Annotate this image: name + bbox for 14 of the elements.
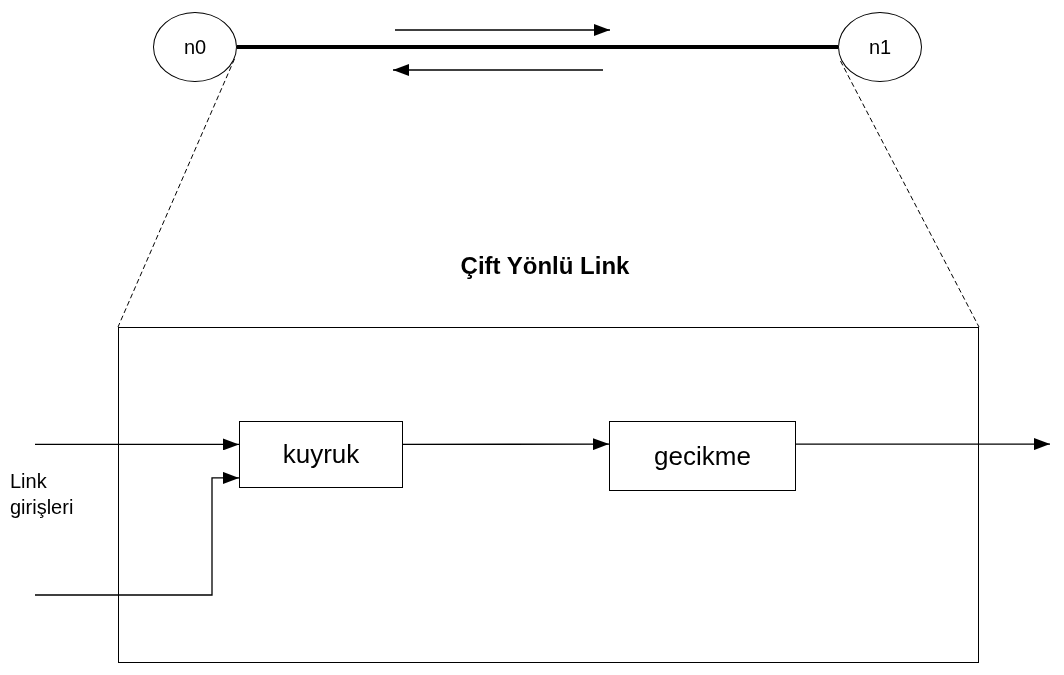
arrow	[34, 471, 240, 596]
link-box	[118, 327, 979, 663]
link-line	[237, 45, 838, 49]
arrow	[795, 438, 1051, 451]
title: Çift Yönlü Link	[459, 252, 631, 280]
node-label: gecikme	[654, 440, 751, 472]
node-label: n1	[868, 35, 892, 59]
process-box	[609, 421, 796, 491]
arrow	[402, 438, 610, 451]
input-label: Link girişleri	[10, 469, 75, 520]
node-label: n0	[183, 35, 207, 59]
process-box	[239, 421, 403, 488]
arrow	[34, 438, 240, 451]
node-label: kuyruk	[282, 439, 360, 470]
